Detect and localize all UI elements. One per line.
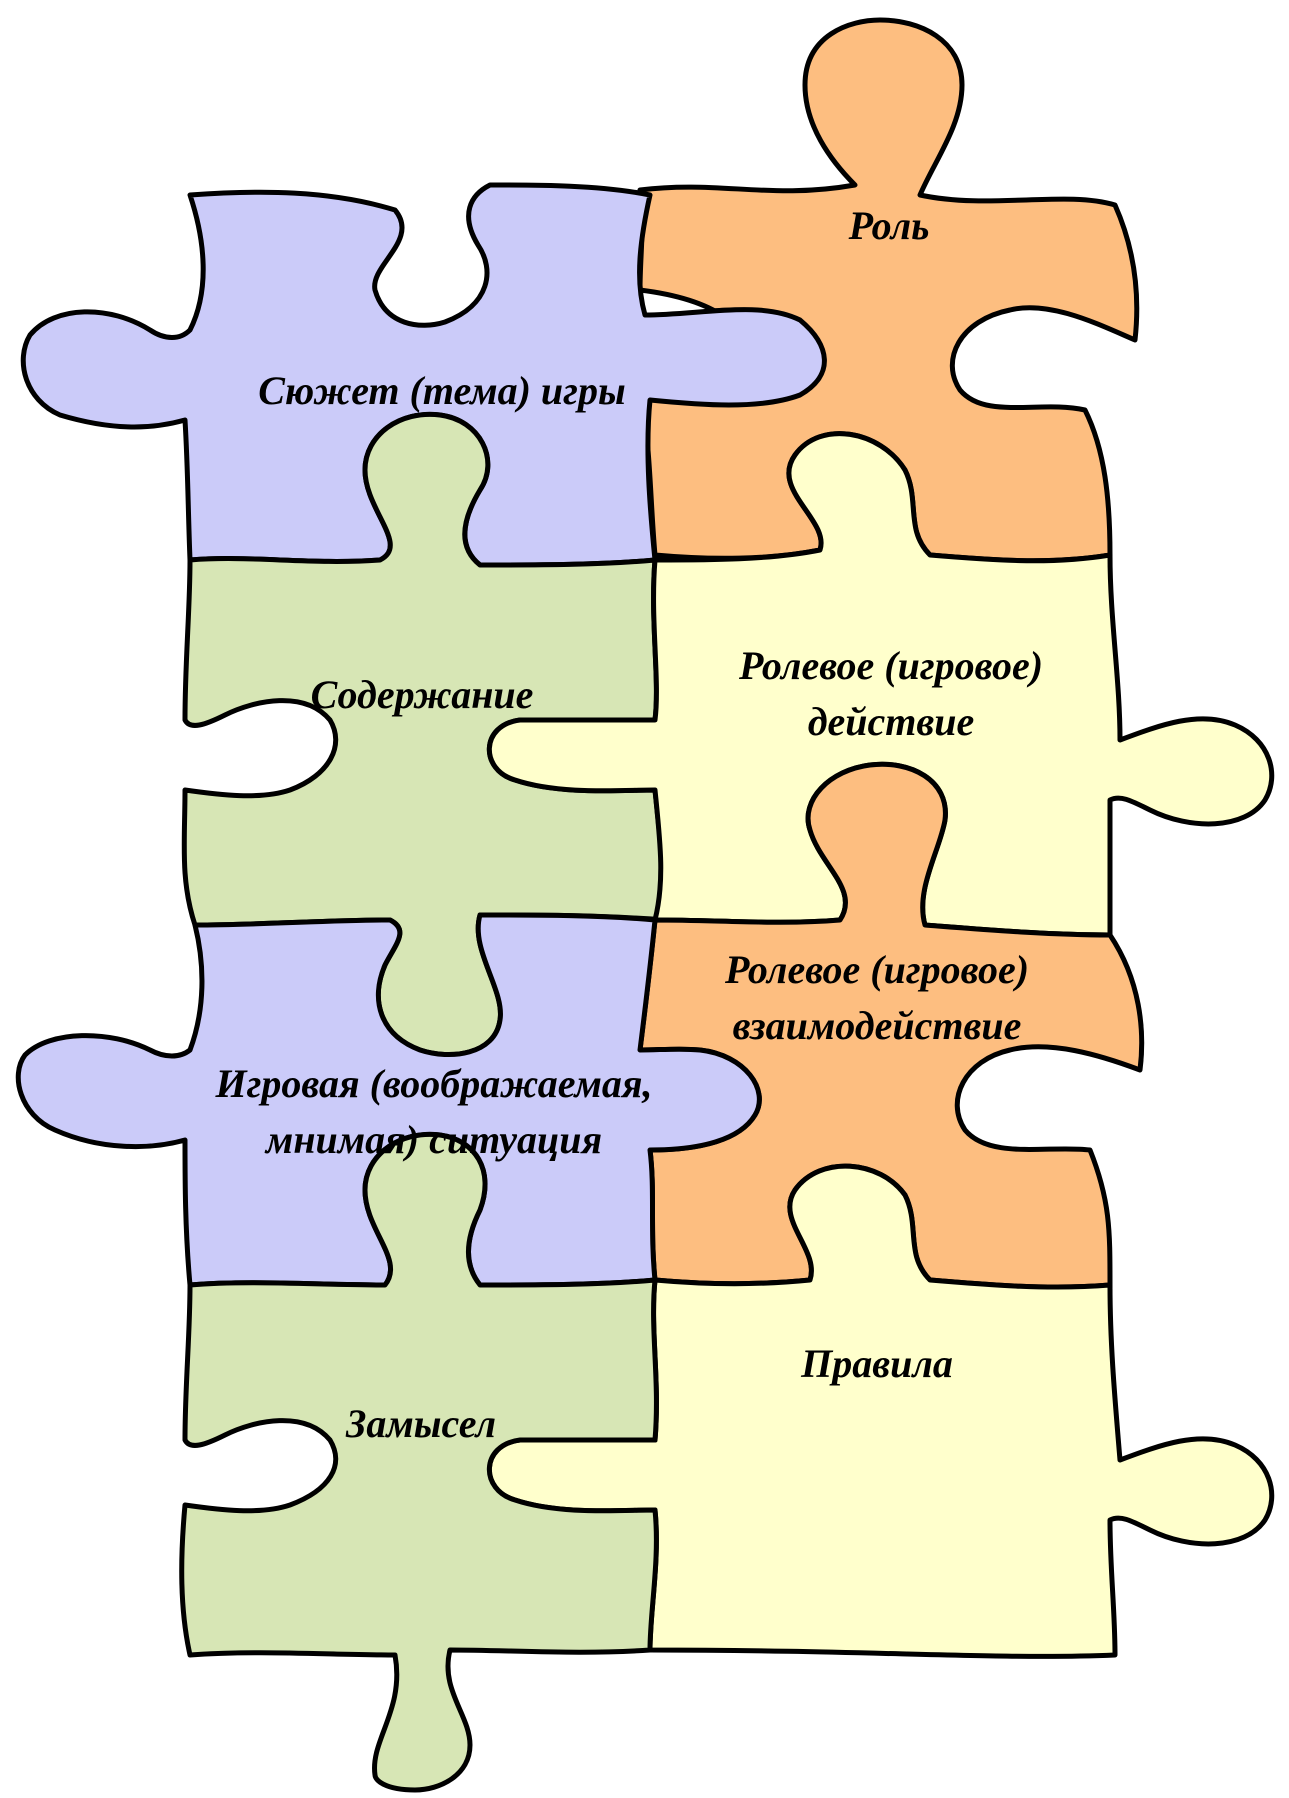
label-line: Сюжет (тема) игры	[258, 363, 625, 419]
label-line: Роль	[849, 198, 930, 254]
label-line: Содержание	[311, 667, 534, 723]
label-line: Замысел	[346, 1396, 496, 1452]
label-rolevoe-vzaimodeistvie: Ролевое (игровое) взаимодействие	[725, 942, 1029, 1054]
label-soderzhanie: Содержание	[311, 667, 534, 723]
label-line: мнимая) ситуация	[215, 1112, 652, 1168]
label-pravila: Правила	[801, 1336, 953, 1392]
label-situaciya: Игровая (воображаемая, мнимая) ситуация	[215, 1056, 652, 1168]
label-line: взаимодействие	[725, 998, 1029, 1054]
label-rolevoe-deistvie: Ролевое (игровое) действие	[739, 638, 1043, 750]
label-line: Ролевое (игровое)	[739, 638, 1043, 694]
label-zamysel: Замысел	[346, 1396, 496, 1452]
label-rol: Роль	[849, 198, 930, 254]
label-line: Игровая (воображаемая,	[215, 1056, 652, 1112]
label-line: Правила	[801, 1336, 953, 1392]
label-line: действие	[739, 694, 1043, 750]
label-sujet: Сюжет (тема) игры	[258, 363, 625, 419]
label-line: Ролевое (игровое)	[725, 942, 1029, 998]
